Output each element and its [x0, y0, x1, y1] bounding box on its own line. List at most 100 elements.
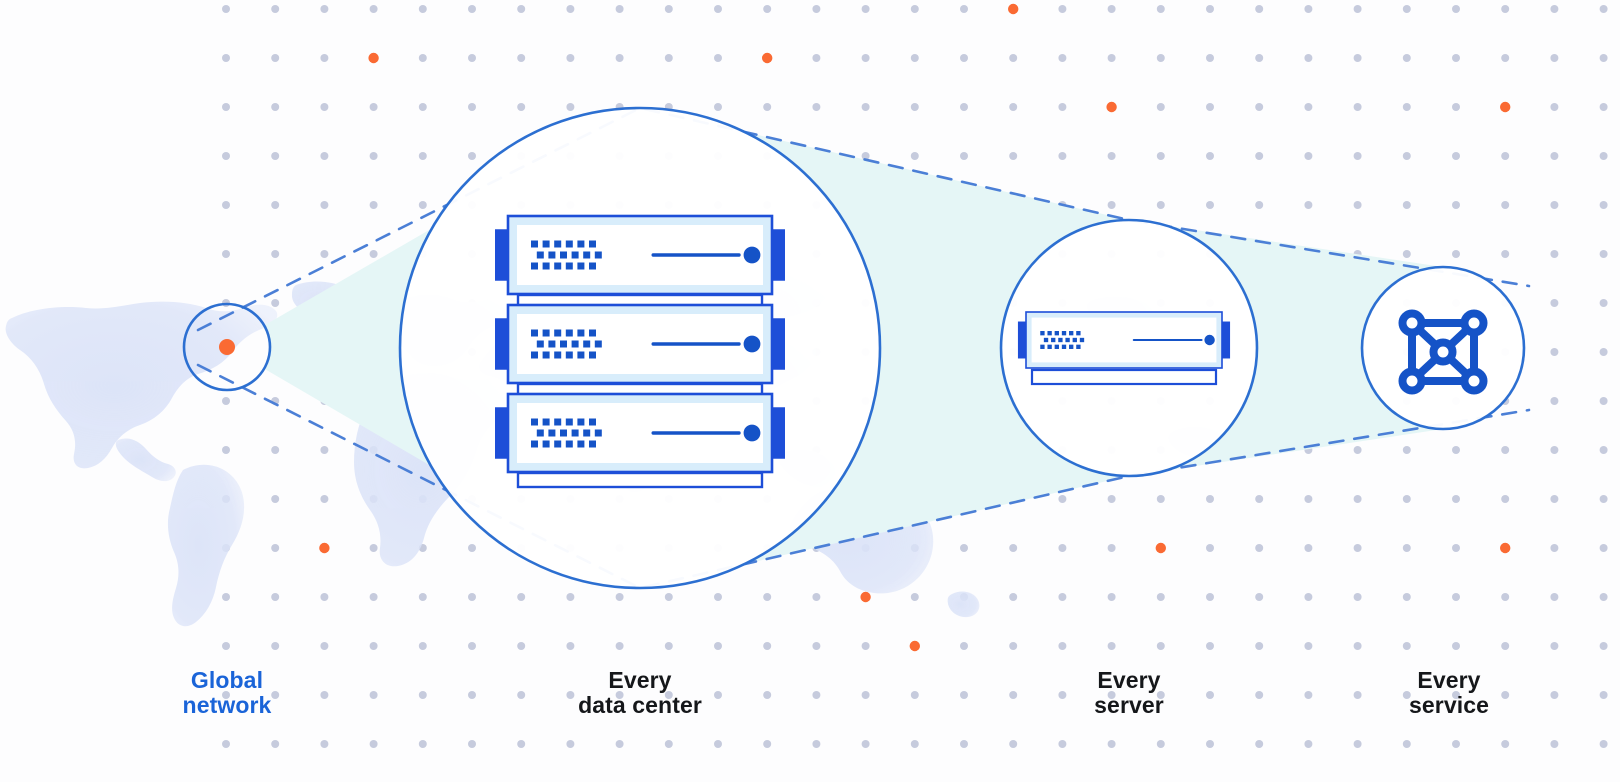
grid-dot	[664, 54, 673, 62]
grid-dot	[1009, 740, 1018, 748]
grid-dot	[1009, 691, 1018, 699]
grid-dot	[910, 54, 919, 62]
grid-dot	[1402, 593, 1411, 601]
server-led-cell	[531, 351, 538, 359]
grid-dot	[418, 691, 427, 699]
server-led-cell	[571, 340, 579, 348]
grid-dot	[1353, 201, 1362, 209]
grid-dot	[960, 5, 968, 13]
grid-dot	[1255, 495, 1264, 503]
grid-dot	[763, 740, 772, 748]
grid-dot	[1255, 152, 1264, 160]
grid-dot	[1599, 103, 1608, 111]
grid-dot	[1353, 642, 1362, 650]
grid-dot	[418, 54, 427, 62]
grid-dot	[1501, 201, 1510, 209]
grid-dot	[714, 54, 722, 62]
grid-dot	[271, 201, 280, 209]
grid-dot	[369, 593, 378, 601]
grid-dot	[1353, 54, 1362, 62]
grid-dot	[1255, 593, 1264, 601]
grid-dot	[517, 740, 526, 748]
grid-dot	[1599, 5, 1608, 13]
grid-dot	[1550, 397, 1559, 405]
grid-dot	[714, 740, 722, 748]
server-led-cell	[1069, 344, 1074, 349]
server-led-cell	[1051, 337, 1056, 343]
grid-dot	[1402, 152, 1411, 160]
grid-dot	[861, 152, 870, 160]
grid-dot	[1550, 201, 1559, 209]
grid-dot	[1501, 642, 1510, 650]
grid-dot	[714, 691, 722, 699]
grid-dot	[1599, 740, 1608, 748]
grid-dot	[1550, 593, 1559, 601]
grid-dot	[320, 54, 329, 62]
grid-dot	[1550, 103, 1559, 111]
grid-dot	[1501, 691, 1510, 699]
grid-dot-accent	[1500, 101, 1511, 113]
grid-dot	[320, 691, 329, 699]
grid-dot	[1452, 593, 1460, 601]
grid-dot	[1107, 5, 1116, 13]
grid-dot	[222, 740, 230, 748]
grid-dot	[468, 5, 476, 13]
grid-dot-accent	[1155, 542, 1167, 554]
server-led-cell	[531, 418, 538, 426]
server-led-cell	[565, 440, 573, 448]
grid-dot	[271, 5, 280, 13]
server-led-cell	[1061, 344, 1067, 349]
grid-dot	[664, 593, 673, 601]
stage-label-service: Every service	[1409, 667, 1489, 718]
server-unit	[495, 214, 785, 296]
grid-dot	[271, 103, 280, 111]
stage-circle-global-network[interactable]	[182, 302, 272, 392]
grid-dot	[861, 54, 870, 62]
grid-dot	[664, 5, 673, 13]
grid-dot	[1304, 54, 1313, 62]
grid-dot	[1452, 152, 1460, 160]
grid-dot	[566, 593, 575, 601]
grid-dot	[960, 740, 968, 748]
grid-dot	[222, 593, 230, 601]
grid-dot	[910, 593, 919, 601]
grid-dot	[222, 397, 230, 405]
grid-dot-accent	[762, 52, 773, 64]
grid-dot	[1255, 642, 1264, 650]
server-led-cell	[1047, 331, 1052, 336]
server-led-cell	[1058, 337, 1063, 343]
server-led-cell	[554, 351, 562, 359]
grid-dot-accent	[368, 52, 379, 64]
grid-dot	[1550, 642, 1559, 650]
grid-dot	[566, 5, 575, 13]
server-led-cell	[594, 340, 602, 348]
grid-dot-accent	[860, 591, 871, 603]
grid-dot	[1255, 103, 1264, 111]
grid-dot	[1156, 495, 1165, 503]
grid-dot	[960, 54, 968, 62]
grid-dot	[960, 103, 968, 111]
grid-dot	[1353, 103, 1362, 111]
grid-dot	[714, 593, 722, 601]
grid-dot	[1452, 201, 1460, 209]
server-unit	[1017, 311, 1231, 369]
grid-dot	[1402, 54, 1411, 62]
grid-dot	[222, 642, 230, 650]
grid-dot	[271, 299, 280, 307]
grid-dot	[1599, 495, 1608, 503]
grid-dot	[664, 691, 673, 699]
grid-dot	[468, 593, 476, 601]
grid-dot	[517, 54, 526, 62]
grid-dot	[1107, 544, 1116, 552]
server-led-cell	[571, 251, 579, 259]
grid-dot	[960, 642, 968, 650]
grid-dot	[1009, 103, 1018, 111]
server-unit-icon	[1017, 311, 1231, 386]
server-led-cell	[542, 440, 550, 448]
grid-dot	[418, 642, 427, 650]
grid-dot	[1206, 152, 1214, 160]
grid-dot	[418, 103, 427, 111]
grid-dot	[615, 691, 624, 699]
grid-dot	[1550, 544, 1559, 552]
server-led-cell	[594, 429, 602, 437]
